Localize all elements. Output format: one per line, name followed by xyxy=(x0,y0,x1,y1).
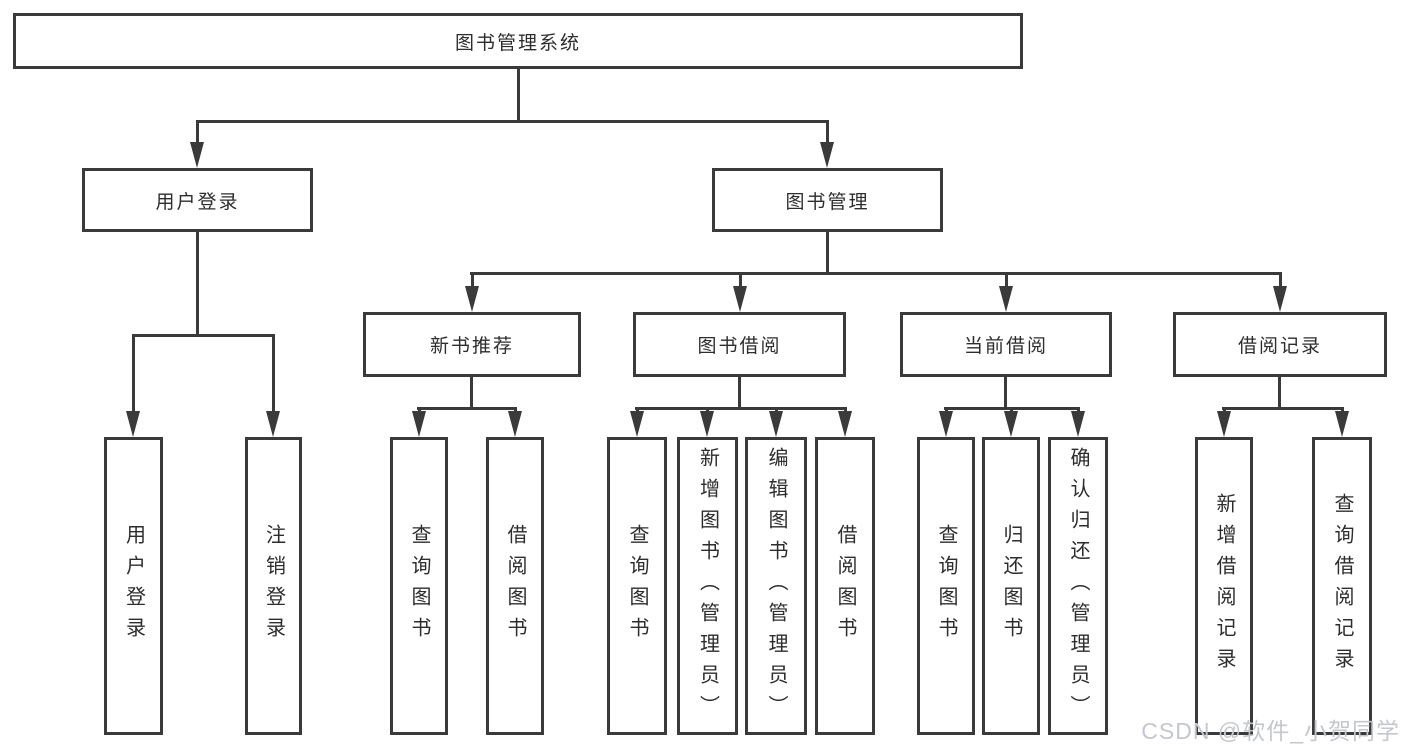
arrow-down-icon xyxy=(1004,411,1018,437)
arrow-down-icon xyxy=(465,286,479,312)
leaf-query-book-2: 查询图书 xyxy=(607,437,667,735)
connector-line xyxy=(196,122,199,146)
arrow-down-icon xyxy=(820,142,834,168)
leaf-query-book-1: 查询图书 xyxy=(390,437,448,735)
connector-line xyxy=(196,120,829,123)
arrow-down-icon xyxy=(630,411,644,437)
arrow-down-icon xyxy=(733,286,747,312)
connector-line xyxy=(738,377,741,410)
connector-line xyxy=(1222,407,1344,410)
leaf-confirm-return-admin: 确认归还（管理员） xyxy=(1048,437,1108,735)
arrow-down-icon xyxy=(1217,411,1231,437)
node-user-login: 用户登录 xyxy=(82,168,313,232)
connector-line xyxy=(635,407,847,410)
arrow-down-icon xyxy=(999,286,1013,312)
arrow-down-icon xyxy=(266,411,280,437)
node-new-book-recommend: 新书推荐 xyxy=(363,312,581,377)
watermark: CSDN @软件_小贺同学 xyxy=(1141,718,1400,744)
arrow-down-icon xyxy=(1273,286,1287,312)
leaf-return-book: 归还图书 xyxy=(982,437,1040,735)
node-book-management: 图书管理 xyxy=(712,168,943,232)
connector-line xyxy=(196,232,199,336)
leaf-borrow-book-1: 借阅图书 xyxy=(486,437,544,735)
arrow-down-icon xyxy=(126,411,140,437)
connector-line xyxy=(417,407,517,410)
arrow-down-icon xyxy=(190,142,204,168)
arrow-down-icon xyxy=(769,411,783,437)
arrow-down-icon xyxy=(1071,411,1085,437)
node-borrow-records: 借阅记录 xyxy=(1173,312,1387,377)
connector-line xyxy=(1279,274,1282,290)
leaf-logout: 注销登录 xyxy=(245,437,302,735)
arrow-down-icon xyxy=(1335,411,1349,437)
connector-line xyxy=(470,377,473,410)
connector-line xyxy=(944,407,1080,410)
node-current-borrow: 当前借阅 xyxy=(900,312,1112,377)
arrow-down-icon xyxy=(508,411,522,437)
leaf-user-login: 用户登录 xyxy=(104,437,163,735)
connector-line xyxy=(1004,377,1007,410)
leaf-add-book-admin: 新增图书（管理员） xyxy=(677,437,738,735)
leaf-edit-book-admin: 编辑图书（管理员） xyxy=(745,437,807,735)
connector-line xyxy=(470,272,1282,275)
connector-line xyxy=(826,122,829,146)
node-root-library-system: 图书管理系统 xyxy=(13,13,1023,69)
connector-line xyxy=(1278,377,1281,410)
leaf-query-book-3: 查询图书 xyxy=(917,437,975,735)
connector-line xyxy=(132,334,275,337)
leaf-query-borrow-record: 查询借阅记录 xyxy=(1312,437,1372,735)
connector-line xyxy=(517,69,520,122)
arrow-down-icon xyxy=(939,411,953,437)
connector-line xyxy=(132,336,135,415)
connector-line xyxy=(1005,274,1008,290)
connector-line xyxy=(272,336,275,415)
connector-line xyxy=(826,232,829,275)
arrow-down-icon xyxy=(838,411,852,437)
connector-line xyxy=(739,274,742,290)
connector-line xyxy=(471,274,474,290)
arrow-down-icon xyxy=(700,411,714,437)
arrow-down-icon xyxy=(412,411,426,437)
leaf-add-borrow-record: 新增借阅记录 xyxy=(1195,437,1253,735)
leaf-borrow-book-2: 借阅图书 xyxy=(815,437,875,735)
node-book-borrow: 图书借阅 xyxy=(633,312,846,377)
